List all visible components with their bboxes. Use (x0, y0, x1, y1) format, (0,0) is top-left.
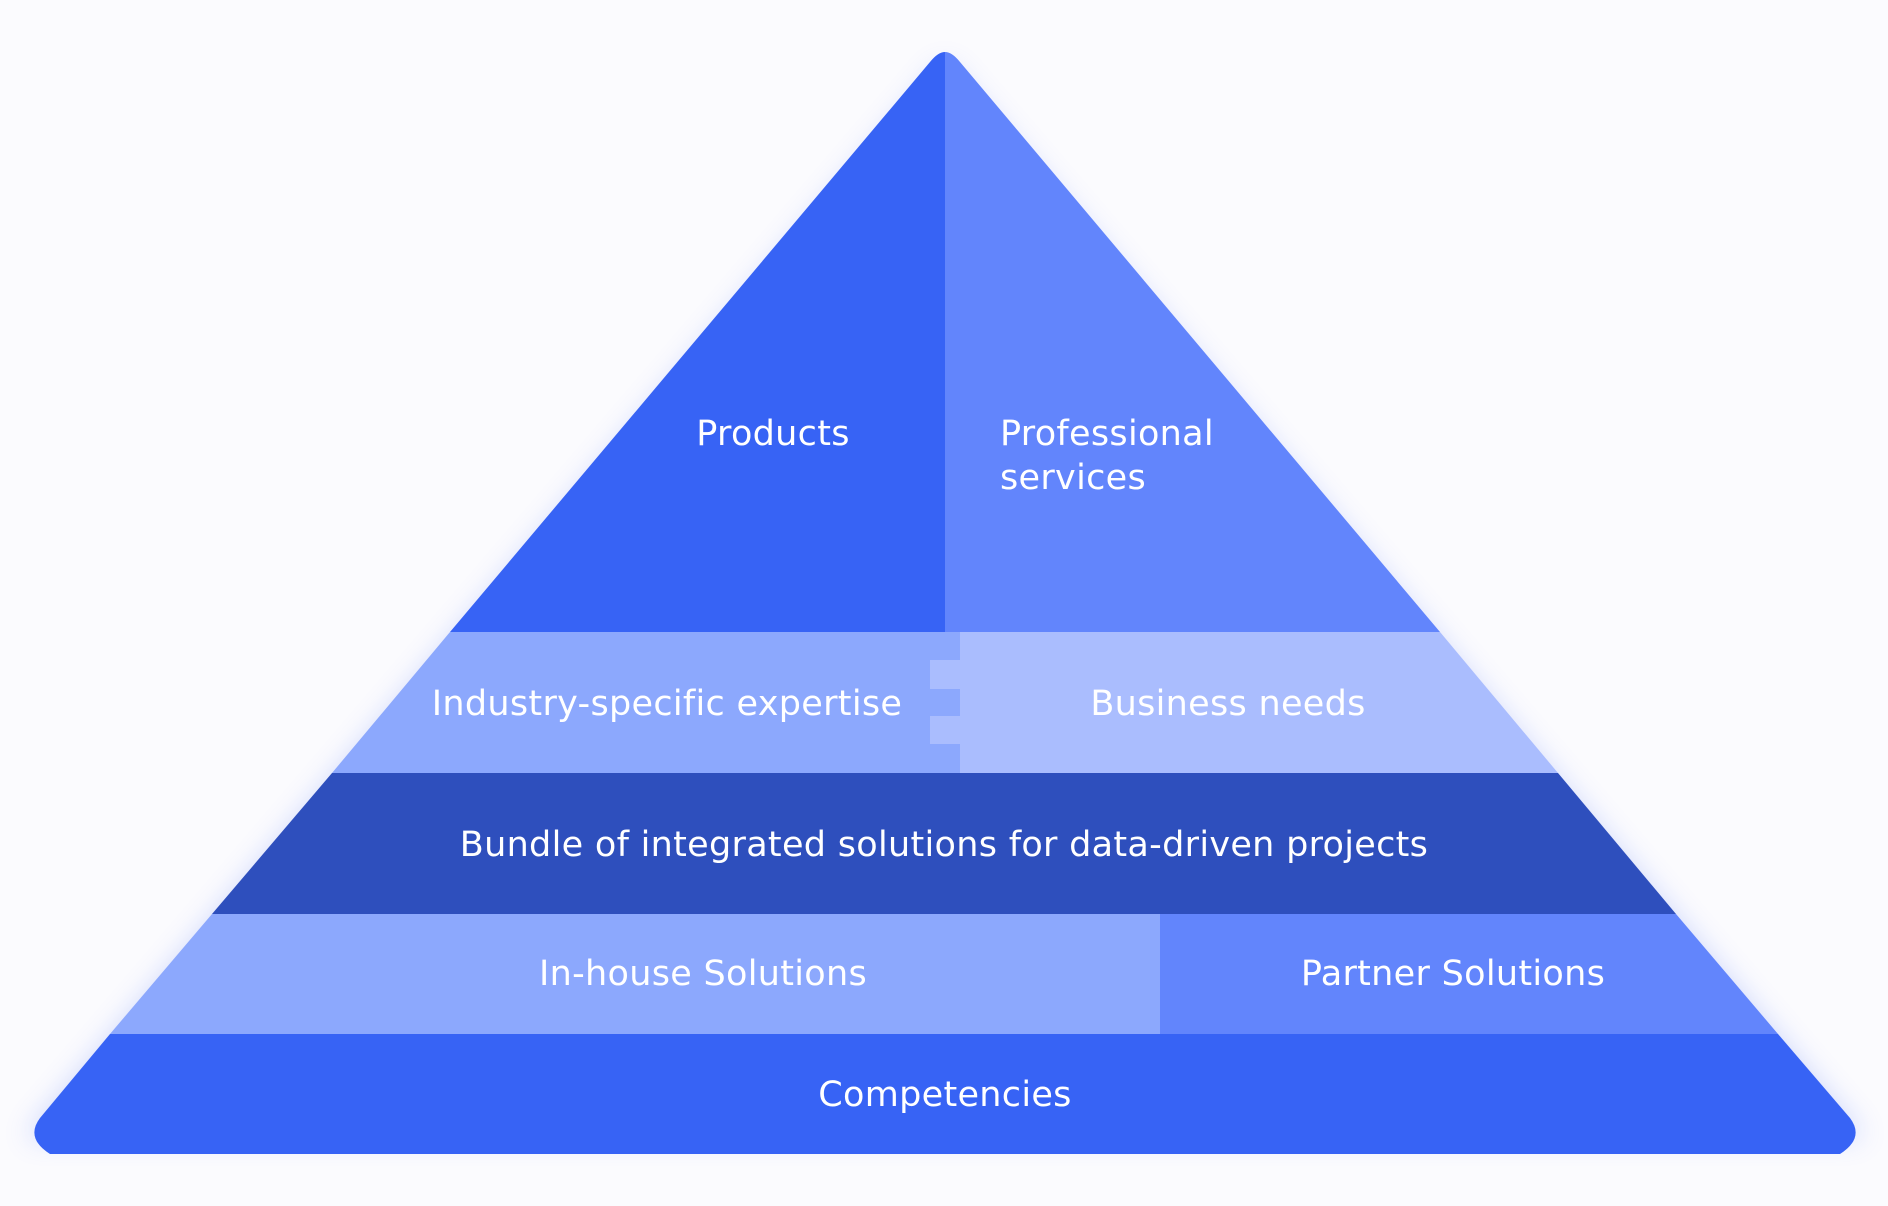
segment-competencies (34, 1034, 1856, 1154)
segment-products (450, 52, 945, 632)
business-needs-label: Business needs (1090, 684, 1365, 724)
segment-inhouse-solutions (110, 914, 1160, 1034)
competencies-label: Competencies (818, 1075, 1071, 1115)
segment-bundle (212, 773, 1676, 914)
partner-solutions-label: Partner Solutions (1301, 954, 1605, 994)
professional-services-label-line1: Professional (1000, 414, 1214, 454)
segment-industry-expertise (332, 632, 960, 773)
professional-services-label-line2: services (1000, 458, 1146, 498)
industry-expertise-label: Industry-specific expertise (432, 684, 902, 724)
segment-business-needs (930, 632, 1558, 773)
bundle-label: Bundle of integrated solutions for data-… (460, 825, 1428, 865)
segment-partner-solutions (1160, 914, 1778, 1034)
inhouse-solutions-label: In-house Solutions (539, 954, 867, 994)
products-label: Products (696, 414, 850, 454)
segment-professional-services (945, 52, 1440, 632)
